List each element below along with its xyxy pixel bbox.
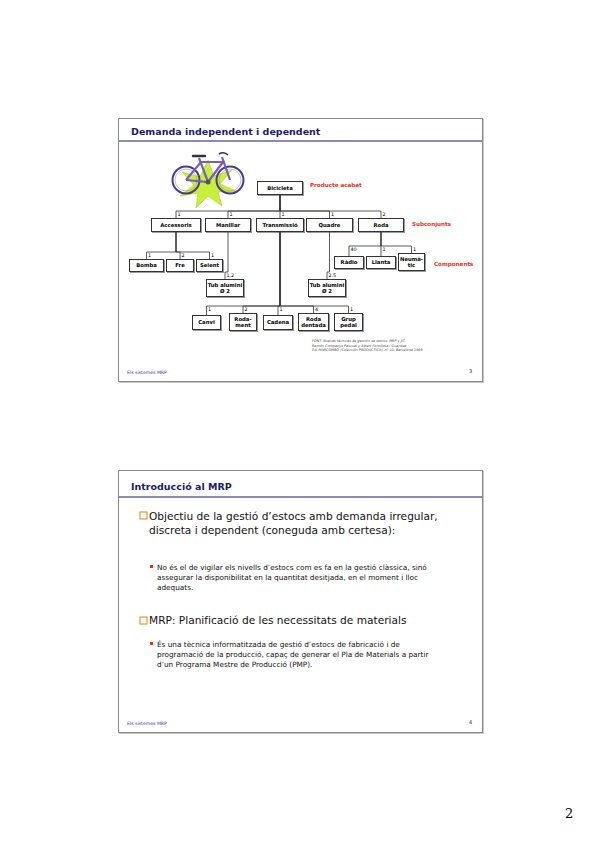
quantity-label: 1 [383,247,386,252]
part-box: Llanta [366,256,396,269]
slide-frame: Demanda independent i dependentEls siste… [118,118,483,382]
slide-number: 4 [469,719,472,725]
slide-title: Demanda independent i dependent [131,126,320,137]
part-box: Manillar [205,218,251,232]
tree-connector [225,232,228,279]
part-box: Seient [196,259,223,272]
tree-connector [280,232,349,313]
quantity-label: 1 [280,307,283,312]
quantity-label: 1 [331,212,334,217]
tree-connector [381,232,382,256]
part-box: Neumà- tic [398,253,425,271]
part-name: Roda [373,222,388,228]
part-name: Bicicleta [267,185,292,191]
part-name: Quadre [319,222,341,228]
part-box: Roda dentada [298,313,329,331]
quantity-label: 2 [383,212,386,217]
tree-connector [243,232,280,313]
part-box: Roda- ment [229,313,257,331]
bullet-text: Objectiu de la gestió d’estocs amb deman… [149,509,439,537]
quantity-label: 1,2 [227,273,235,278]
part-name: Cadena [267,319,289,325]
tree-connector [280,195,381,218]
page-number: 2 [565,806,573,821]
slide-frame: Introducció al MRP Objectiu de la gestió … [118,470,483,733]
tree-connector [176,195,280,218]
part-name: Tub alumini Ø 2 [309,282,345,295]
bullet-text: MRP: Planificació de les necessitats de … [149,613,479,627]
part-name: Manillar [216,222,240,228]
sub-bullet-text: És una tècnica informatitzada de gestió … [157,640,432,671]
slide-footer: Els sistemes MRP [127,721,167,726]
part-name: Llanta [372,259,391,265]
part-name: Canvi [198,319,215,325]
part-box: Quadre [306,218,353,232]
part-box: Tub alumini Ø 2 [206,279,244,297]
part-box: Transmissió [256,218,304,232]
part-box: Tub alumini Ø 2 [308,279,346,297]
part-box: Cadena [263,315,293,330]
part-box: Accessoris [151,218,201,232]
tree-connector [228,195,280,218]
tree-connector [280,195,281,218]
part-box: Fre [166,259,194,272]
tree-connector [280,232,314,313]
part-name: Ràdio [341,259,358,265]
quantity-label: 1 [413,247,416,252]
tree-connector [327,232,330,279]
part-name: Transmissió [262,222,297,228]
source-note: FONT: Nuevas técnicas de gestión de stoc… [312,339,405,343]
quantity-label: 1 [178,212,181,217]
tree-connector [176,232,180,259]
part-name: Accessoris [160,222,192,228]
quantity-label: 4 [315,307,318,312]
part-box: Ràdio [334,256,364,269]
quantity-label: 1 [282,212,285,217]
tree-connector [278,232,280,315]
source-note: Ramón Companys Pascual y Albert Fonollos… [312,344,406,348]
part-box: Grup pedal [334,313,363,331]
tree-connector [349,232,381,256]
quantity-label: 2,5 [329,273,337,278]
tree-connector [147,232,177,259]
quantity-label: 1 [350,307,353,312]
quantity-label: 2 [182,253,185,258]
part-name: Neumà- tic [399,256,424,269]
tree-connector [280,195,330,218]
quantity-label: 1 [211,253,214,258]
slide-number: 3 [469,368,472,374]
part-box: Bicicleta [257,181,303,195]
part-name: Fre [175,262,184,268]
part-box: Roda [358,218,404,232]
tree-connector [176,232,210,259]
part-name: Roda dentada [299,316,328,329]
part-name: Seient [200,262,219,268]
slide-title: Introducció al MRP [131,481,232,492]
tree-connector [381,232,412,253]
quantity-label: 1 [230,212,233,217]
sub-bullet-text: No és el de vigilar els nivells d’estocs… [157,563,432,594]
part-name: Grup pedal [335,316,362,329]
quantity-label: 2 [245,307,248,312]
part-name: Tub alumini Ø 2 [207,282,243,295]
quantity-label: 1 [148,253,151,258]
quantity-label: 40 [351,247,357,252]
source-note: Ed. MARCOMBO (Colección PRODUCTICA), nº … [312,348,423,352]
level-label: Subconjunts [412,221,451,227]
part-name: Bomba [136,262,157,268]
slide-footer: Els sistemes MRP [127,370,167,375]
tree-connector [207,232,281,315]
quantity-label: 1 [208,307,211,312]
level-label: Producte acabat [310,182,362,188]
part-box: Bomba [129,259,164,272]
part-box: Canvi [192,315,221,330]
level-label: Components [434,261,473,267]
part-name: Roda- ment [230,316,256,329]
